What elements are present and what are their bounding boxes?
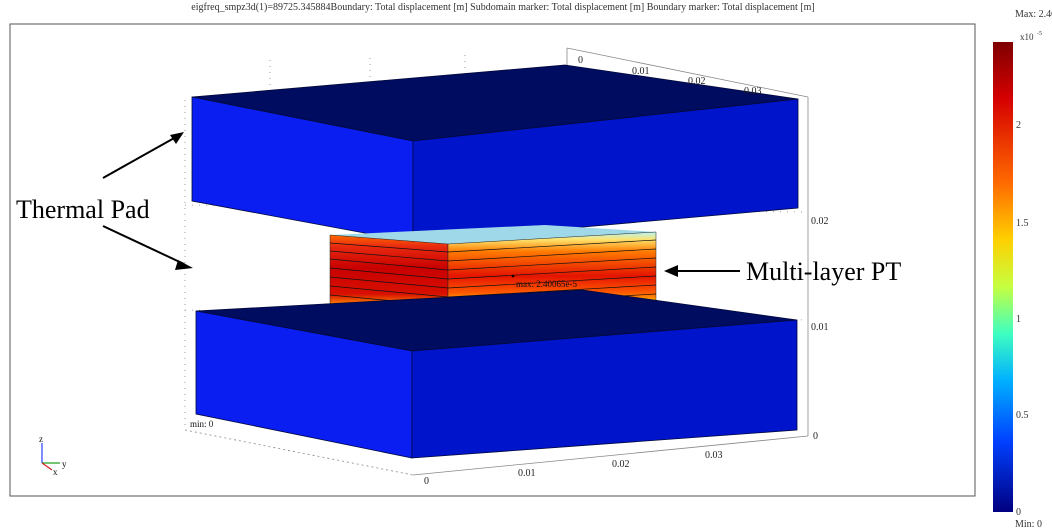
x-tick: 0.01 [518, 468, 536, 479]
y-tick: 0.02 [688, 76, 706, 87]
colorbar-gradient [993, 42, 1013, 512]
axis-box [184, 47, 809, 476]
colorbar-tick: 2 [1016, 120, 1021, 131]
thermal-pad-arrows [102, 132, 193, 270]
multilayer-arrow [664, 265, 740, 277]
thermal-pad-label: Thermal Pad [16, 195, 150, 224]
axis-triad: z x y [39, 434, 67, 477]
y-tick: 0.01 [632, 66, 650, 77]
pad-side-face [411, 319, 798, 459]
triad-x-label: x [53, 467, 58, 477]
z-tick: 0.01 [811, 322, 829, 333]
x-tick: 0.03 [705, 450, 723, 461]
colorbar: Max: 2.40e-5 x10 -5 2 1.5 1 0.5 0 Min: 0 [993, 9, 1052, 530]
max-point-marker [511, 274, 515, 278]
colorbar-exponent-base: x10 [1020, 32, 1034, 42]
max-value-label: max: 2.40065e-5 [516, 279, 577, 289]
colorbar-min-label: Min: 0 [1015, 519, 1042, 530]
plot-header-title: eigfreq_smpz3d(1)=89725.345884Boundary: … [191, 2, 814, 13]
triad-z-label: z [39, 434, 43, 444]
x-tick: 0.02 [612, 459, 630, 470]
stack-top-face [330, 225, 656, 244]
colorbar-tick: 0 [1016, 507, 1021, 518]
z-axis-ticks: 0 0.01 0.02 [811, 216, 829, 442]
x-tick: 0 [424, 476, 429, 487]
y-tick: 0 [578, 55, 583, 66]
triad-y-label: y [62, 459, 67, 469]
min-value-label: min: 0 [190, 419, 214, 429]
colorbar-tick: 1.5 [1016, 218, 1029, 229]
z-tick: 0.02 [811, 216, 829, 227]
colorbar-tick: 0.5 [1016, 410, 1029, 421]
thermal-pad-bottom [195, 289, 798, 459]
colorbar-max-label: Max: 2.40e-5 [1015, 9, 1052, 20]
y-tick: 0.03 [744, 86, 762, 97]
colorbar-exponent-power: -5 [1037, 31, 1042, 37]
thermal-pad-top [191, 64, 799, 243]
y-axis-ticks-top: 0 0.01 0.02 0.03 [578, 55, 762, 97]
z-tick: 0 [813, 431, 818, 442]
multilayer-pt-label: Multi-layer PT [746, 257, 901, 286]
colorbar-tick: 1 [1016, 314, 1021, 325]
pad-side-face [412, 98, 799, 243]
x-axis-ticks-bottom: 0 0.01 0.02 0.03 [424, 450, 723, 487]
